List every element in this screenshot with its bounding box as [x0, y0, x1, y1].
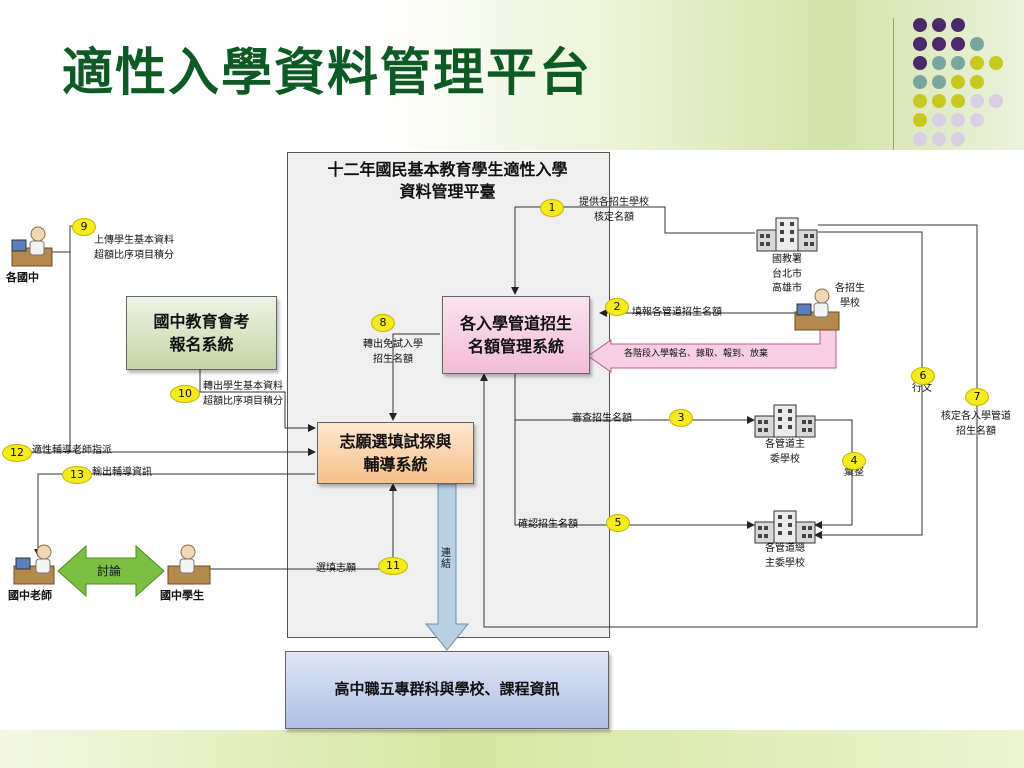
teacher-person-icon: [13, 544, 55, 585]
admission-quota-system: 各入學管道招生 名額管理系統: [442, 296, 590, 374]
student-person-icon: [167, 544, 211, 585]
step-13-label: 輸出輔導資訊: [92, 467, 152, 478]
authority-label: 國教署 台北市 高雄市: [772, 254, 802, 294]
step-6-badge: 6: [911, 367, 935, 385]
step-7-label: 核定各入學管道 招生名額: [941, 411, 1011, 437]
pink-feedback-arrow: [587, 319, 837, 373]
exam-registration-system: 國中教育會考 報名系統: [126, 296, 277, 370]
host-school-label: 各管道主 委學校: [765, 439, 805, 465]
enrolling-school-person-icon: [794, 288, 840, 331]
step-1-badge: 1: [540, 199, 564, 217]
step-13-badge: 13: [62, 466, 92, 484]
step-11-badge: 11: [378, 557, 408, 575]
authority-building-icon: [756, 217, 818, 252]
pink-arrow-label: 各階段入學報名、錄取、報到、放棄: [624, 349, 769, 359]
step-2-label: 填報各管道招生名額: [632, 307, 722, 318]
step-3-badge: 3: [669, 409, 693, 427]
step-2-badge: 2: [605, 298, 629, 316]
step-5-badge: 5: [606, 514, 630, 532]
step-10-label: 轉出學生基本資料 超額比序項目積分: [203, 381, 283, 407]
discussion-label: 討論: [97, 564, 122, 578]
step-4-badge: 4: [842, 452, 866, 470]
step-5-label: 確認招生名額: [518, 519, 578, 530]
platform-title-line1: 十二年國民基本教育學生適性入學: [327, 160, 568, 179]
step-9-badge: 9: [72, 218, 96, 236]
step-1-label: 提供各招生學校 核定名額: [579, 197, 649, 223]
step-4-label: 彙整: [844, 467, 864, 478]
platform-title: 十二年國民基本教育學生適性入學 資料管理平臺: [287, 159, 608, 202]
junior-high-person-icon: [11, 226, 53, 267]
step-9-label: 上傳學生基本資料 超額比序項目積分: [94, 235, 174, 261]
platform-title-line2: 資料管理平臺: [399, 181, 496, 201]
step-3-label: 審查招生名額: [572, 413, 632, 424]
step-8-label: 轉出免試入學 招生名額: [363, 339, 423, 365]
host-school-building-icon: [754, 404, 816, 438]
step-12-label: 適性輔導老師指派: [32, 445, 112, 456]
teacher-label: 國中老師: [8, 589, 52, 602]
student-label: 國中學生: [160, 589, 204, 602]
enrolling-school-label: 各招生 學校: [835, 283, 865, 309]
step-6-label: 行文: [912, 383, 932, 394]
slide-title: 適性入學資料管理平台: [62, 43, 593, 103]
step-12-badge: 12: [2, 444, 32, 462]
junior-high-label: 各國中: [6, 271, 39, 284]
footer-background: [0, 730, 1024, 768]
counseling-system: 志願選填試探與 輔導系統: [317, 422, 474, 484]
step-8-badge: 8: [371, 314, 395, 332]
step-10-badge: 10: [170, 385, 200, 403]
school-info-box: 高中職五專群科與學校、課程資訊: [285, 651, 609, 729]
link-label: 連結: [441, 548, 451, 570]
step-7-badge: 7: [965, 388, 989, 406]
chief-host-school-label: 各管道總 主委學校: [765, 543, 805, 569]
link-arrow: [424, 483, 470, 651]
platform-panel: [287, 152, 610, 638]
discussion-arrow: [57, 544, 165, 598]
header-divider: [893, 18, 894, 150]
step-11-label: 選填志願: [316, 563, 356, 574]
chief-host-school-building-icon: [754, 510, 816, 544]
